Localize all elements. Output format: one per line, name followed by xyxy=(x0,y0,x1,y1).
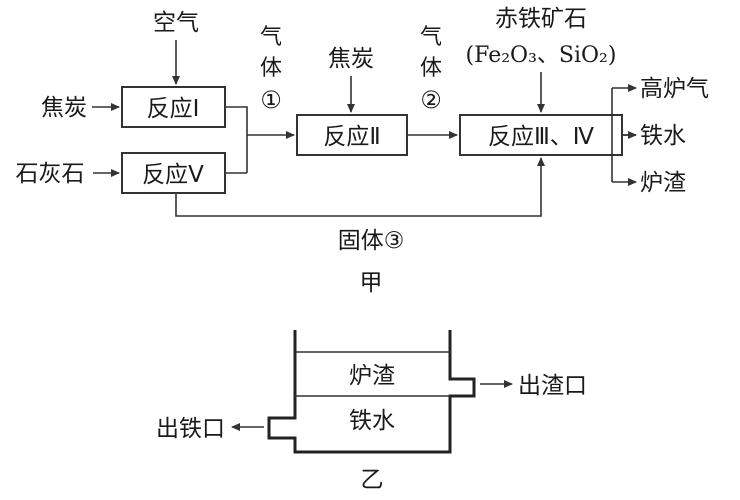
gas-1-label: 气 体 ① xyxy=(260,25,282,114)
furnace-outline xyxy=(267,330,476,454)
gas-1-char-1: 气 xyxy=(260,25,282,50)
gas-2-char-2: 体 xyxy=(420,56,442,81)
reaction-2-box xyxy=(296,114,408,156)
reaction-2-label: 反应Ⅱ xyxy=(323,124,380,150)
gas-1-char-2: 体 xyxy=(260,56,282,81)
air-input-label: 空气 xyxy=(153,10,199,36)
gas-2-char-1: 气 xyxy=(420,25,442,50)
slag-outlet-label: 出渣口 xyxy=(518,373,587,399)
gas-1-number: ① xyxy=(260,86,282,114)
solid-3-label: 固体③ xyxy=(338,228,405,254)
gas-2-number: ② xyxy=(420,86,442,114)
reaction-5-label: 反应Ⅴ xyxy=(142,162,204,188)
gas-output-label: 高炉气 xyxy=(640,76,709,102)
reaction-1-label: 反应Ⅰ xyxy=(147,96,200,122)
reaction-5-box xyxy=(121,152,226,194)
iron-output-label: 铁水 xyxy=(640,123,686,149)
figure-b-caption: 乙 xyxy=(361,467,384,493)
solid-3-flow-arrow xyxy=(175,157,545,217)
figure-a-caption: 甲 xyxy=(360,270,383,296)
gas-2-label: 气 体 ② xyxy=(420,25,442,114)
reaction-3-4-label: 反应Ⅲ、Ⅳ xyxy=(488,124,595,150)
furnace-section-figure: 炉渣 铁水 出渣口 出铁口 乙 xyxy=(156,330,587,493)
ore-name-label: 赤铁矿石 xyxy=(495,6,587,32)
gas-1-flow-arrow xyxy=(225,106,295,139)
slag-layer-label: 炉渣 xyxy=(349,363,395,389)
coke-2-input-label: 焦炭 xyxy=(328,46,374,72)
limestone-input-label: 石灰石 xyxy=(16,161,85,187)
process-flow-figure: 反应Ⅰ 反应Ⅴ 反应Ⅱ 反应Ⅲ、Ⅳ 空气 焦炭 石灰石 焦炭 赤铁矿石 (Fe₂… xyxy=(16,6,710,296)
iron-outlet-label: 出铁口 xyxy=(156,416,225,442)
ore-formula-label: (Fe₂O₃、SiO₂) xyxy=(466,43,617,68)
slag-output-label: 炉渣 xyxy=(640,170,686,196)
iron-layer-label: 铁水 xyxy=(349,408,395,434)
reaction-1-box xyxy=(121,86,226,128)
coke-input-label: 焦炭 xyxy=(41,95,87,121)
